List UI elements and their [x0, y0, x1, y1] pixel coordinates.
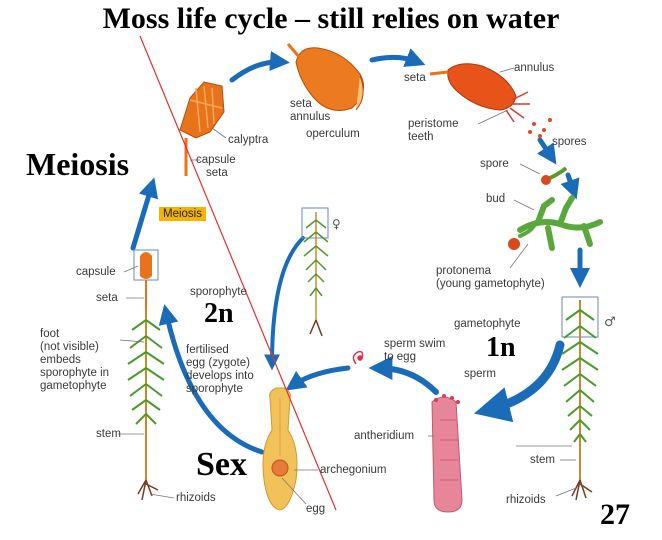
meiosis-heading: Meiosis — [26, 146, 130, 182]
label-capsule-top: capsule — [196, 154, 236, 166]
meiosis-tag: Meiosis — [159, 207, 206, 221]
label-stem-right: stem — [530, 454, 555, 466]
spores-dots — [528, 118, 552, 138]
arrow-capsule-to-peristome — [369, 48, 426, 67]
page-title: Moss life cycle – still relies on water — [102, 2, 560, 35]
diploid-label: 2n — [204, 298, 234, 329]
leader-lines — [118, 67, 577, 505]
arrow-spores-down — [537, 137, 557, 165]
sex-heading: Sex — [196, 446, 247, 483]
haploid-label: 1n — [486, 332, 516, 363]
arrow-archegonium-to-sporophyte — [158, 304, 265, 455]
label-gametophyte: gametophyte — [454, 318, 521, 330]
label-operculum: operculum — [306, 128, 360, 140]
arrow-antheridium-to-sperm — [368, 356, 439, 395]
label-spores: spores — [552, 136, 587, 148]
svg-text:♀: ♀ — [332, 217, 341, 231]
archegonium-illustration — [262, 387, 298, 511]
male-gametophyte-illustration: ♂ — [561, 296, 616, 501]
red-diagonal-line — [139, 35, 337, 511]
arrow-sperm-to-archegonium — [285, 365, 351, 391]
label-seta-annulus: seta annulus — [290, 98, 331, 123]
label-seta-left: seta — [96, 292, 118, 304]
capsule-operculum-illustration — [286, 43, 365, 111]
label-capsule-left: capsule — [76, 266, 116, 278]
peristome-capsule-illustration — [429, 63, 530, 123]
label-peristome-teeth: peristome teeth — [408, 118, 459, 143]
arrow-female-to-archegonium — [264, 236, 305, 371]
label-egg: egg — [306, 503, 326, 515]
calyptra-illustration — [179, 81, 225, 176]
cycle-arrows — [130, 48, 590, 455]
arrow-spore-to-bud — [560, 172, 580, 200]
sperm-illustration — [352, 350, 364, 365]
label-archegonium: archegonium — [320, 464, 387, 476]
sporophyte-on-gametophyte-illustration — [127, 249, 165, 501]
label-spore: spore — [480, 158, 509, 170]
label-antheridium: antheridium — [354, 430, 415, 442]
spore-illustration — [541, 166, 568, 185]
label-seta-right: seta — [404, 72, 426, 84]
page-number: 27 — [600, 498, 630, 531]
label-fertilised: fertilised egg (zygote) develops into sp… — [186, 344, 254, 395]
label-protonema: protonema (young gametophyte) — [436, 265, 545, 290]
label-sperm-swim: sperm swim to egg — [384, 338, 446, 363]
label-sperm: sperm — [464, 368, 496, 380]
label-sporophyte: sporophyte — [190, 286, 247, 298]
label-bud: bud — [486, 193, 506, 205]
label-rhizoids-right: rhizoids — [506, 494, 546, 506]
protonema-illustration — [508, 195, 603, 251]
label-seta-top: seta — [206, 167, 228, 179]
arrow-sporophyte-to-calyptra — [130, 177, 159, 251]
female-gametophyte-illustration: ♀ — [301, 207, 341, 337]
label-stem-left: stem — [96, 428, 121, 440]
label-foot: foot (not visible) embeds sporophyte in … — [40, 328, 110, 392]
arrow-gametophyte-to-antheridium — [474, 340, 565, 423]
antheridium-illustration — [431, 394, 463, 513]
label-rhizoids-left: rhizoids — [176, 492, 216, 504]
label-calyptra: calyptra — [228, 134, 269, 146]
label-annulus: annulus — [514, 62, 555, 74]
arrow-calyptra-to-capsule — [229, 51, 290, 83]
svg-text:♂: ♂ — [604, 315, 616, 330]
